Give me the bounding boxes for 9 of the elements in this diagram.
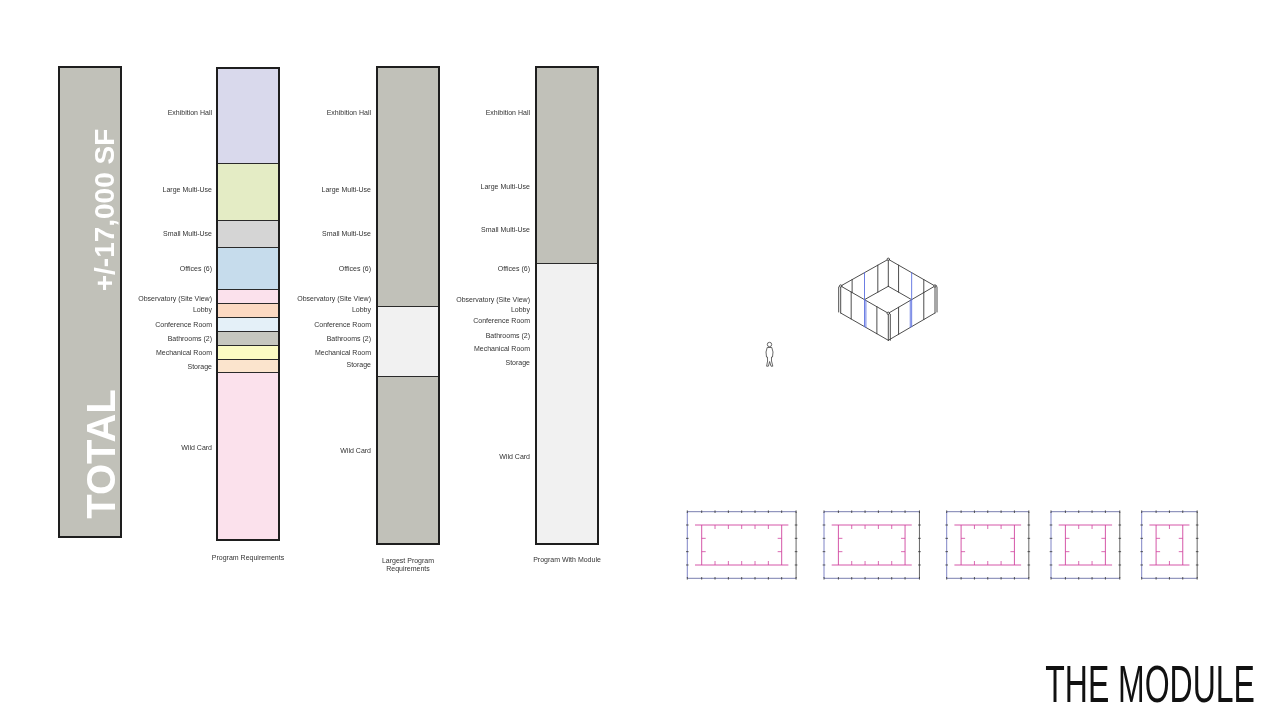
total-heading: TOTAL xyxy=(81,389,121,519)
slide-title: THE MODULE xyxy=(1045,658,1255,710)
total-area-bar xyxy=(58,66,122,538)
area-figure: +/-17,000 SF xyxy=(91,128,119,292)
program-segment xyxy=(537,264,597,543)
program-segment xyxy=(378,307,438,377)
program-segment xyxy=(378,377,438,543)
program-segment xyxy=(378,68,438,307)
program-segment xyxy=(537,68,597,264)
